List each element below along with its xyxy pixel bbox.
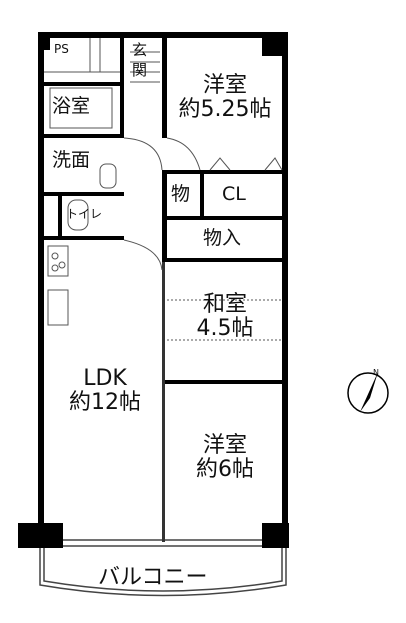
compass-icon — [347, 372, 389, 414]
japanese-room-label: 和室 4.5帖 — [170, 292, 280, 342]
western-north-label: 洋室 約5.25帖 — [170, 73, 280, 123]
genkan-label-2: 関 — [132, 61, 148, 79]
closet-label: CL — [222, 183, 246, 205]
ps-label: PS — [54, 42, 69, 56]
western-south-size: 約6帖 — [196, 457, 254, 483]
storage-small-label: 物 — [171, 183, 191, 205]
balcony-label: バルコニー — [98, 565, 208, 590]
compass-north-label: N — [373, 368, 379, 377]
outer-walls — [18, 32, 289, 548]
storage-in-label: 物入 — [203, 227, 242, 249]
balcony-outline — [39, 548, 287, 597]
japanese-room-name: 和室 — [202, 292, 247, 317]
toilet-label: トイレ — [66, 207, 103, 221]
western-south-label: 洋室 約6帖 — [170, 433, 280, 483]
western-north-size: 約5.25帖 — [178, 97, 272, 123]
bath-label: 浴室 — [52, 95, 91, 117]
genkan-label-1: 玄 — [132, 41, 148, 59]
ldk-size: 約12帖 — [69, 390, 141, 416]
interior-walls — [44, 38, 282, 542]
western-south-name: 洋室 — [202, 433, 247, 458]
detail-lines — [44, 38, 283, 341]
ldk-label: LDK 約12帖 — [50, 366, 160, 416]
japanese-room-size: 4.5帖 — [196, 316, 254, 342]
western-north-name: 洋室 — [202, 73, 247, 98]
ldk-name: LDK — [83, 366, 127, 391]
washroom-label: 洗面 — [52, 149, 91, 171]
